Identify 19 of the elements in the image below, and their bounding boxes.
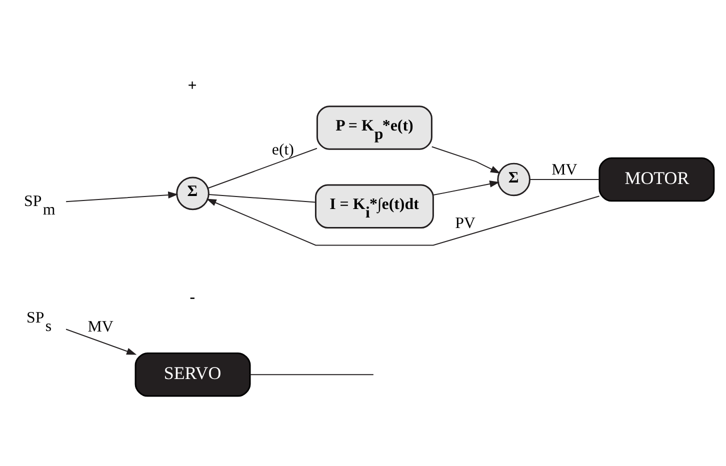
connector (207, 148, 318, 189)
node-box: SERVO (134, 352, 251, 397)
label: + (188, 78, 197, 95)
arrow (432, 180, 500, 196)
connector (208, 194, 316, 203)
arrow (66, 328, 137, 355)
arrow (206, 196, 600, 246)
node-circle: Σ (497, 162, 530, 196)
connector (250, 374, 374, 376)
label: - (190, 288, 196, 306)
node-circle: Σ (176, 176, 210, 210)
edge-label: MV (552, 161, 578, 178)
connector (529, 179, 600, 180)
edge-label: MV (88, 318, 114, 336)
edge-label: PV (455, 215, 476, 232)
edge-label: e(t) (272, 141, 294, 158)
node-box: MOTOR (598, 157, 715, 202)
arrow (431, 146, 500, 174)
arrow (66, 192, 178, 202)
